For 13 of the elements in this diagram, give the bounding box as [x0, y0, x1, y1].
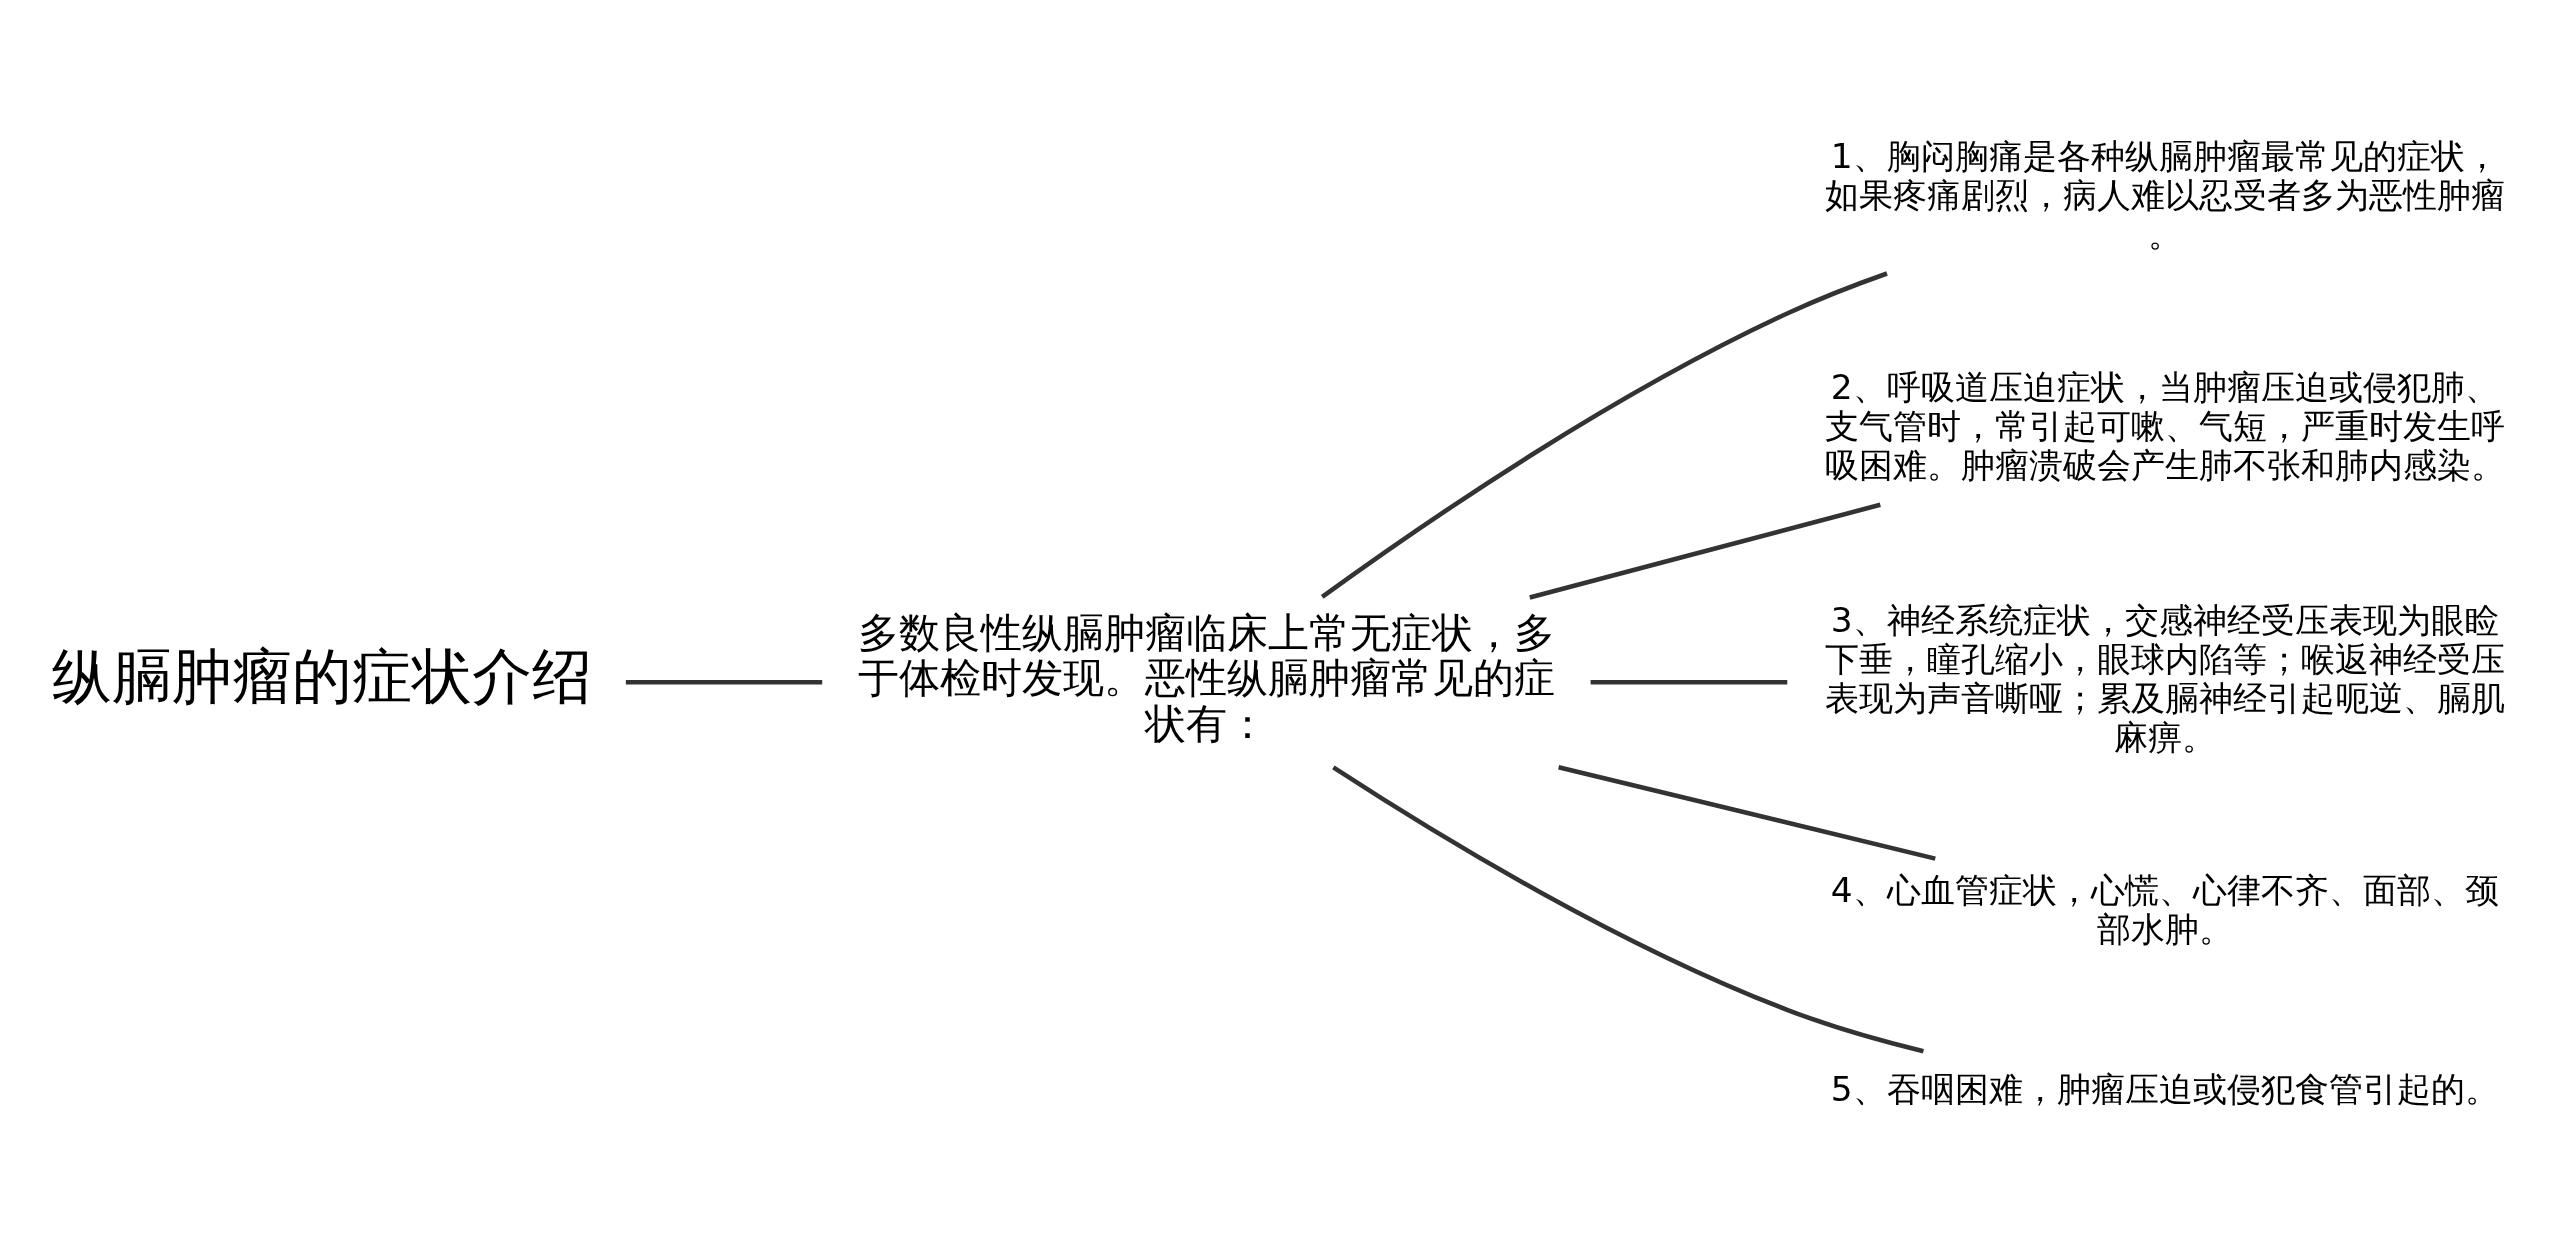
- node-text: 1、胸闷胸痛是各种纵膈肿瘤最常见的症状，如果疼痛剧烈，病人难以忍受者多为恶性肿瘤。: [1824, 135, 2505, 254]
- connector: [1590, 679, 1788, 685]
- connector: [1332, 764, 1924, 1053]
- connector: [625, 679, 823, 685]
- connector: [1529, 502, 1881, 600]
- node-text: 2、呼吸道压迫症状，当肿瘤压迫或侵犯肺、支气管时，常引起可嗽、气短，严重时发生呼吸困难。肿瘤溃破会产生肺不张和肺内感染。: [1824, 366, 2505, 485]
- node-text: 5、吞咽困难，肿瘤压迫或侵犯食管引起的。: [1830, 1068, 2499, 1109]
- node-text: 纵膈肿瘤的症状介绍: [51, 641, 592, 711]
- node-text: 多数良性纵膈肿瘤临床上常无症状，多于体检时发现。恶性纵膈肿瘤常见的症状有：: [858, 608, 1556, 748]
- node-text: 3、神经系统症状，交感神经受压表现为眼睑下垂，瞳孔缩小，眼球内陷等；喉返神经受压表现为声音嘶哑；累及膈神经引起呃逆、膈肌麻痹。: [1824, 599, 2505, 757]
- connector: [1558, 764, 1936, 861]
- connector: [1320, 270, 1888, 599]
- node-text: 4、心血管症状，心慌、心律不齐、面部、颈部水肿。: [1830, 869, 2499, 949]
